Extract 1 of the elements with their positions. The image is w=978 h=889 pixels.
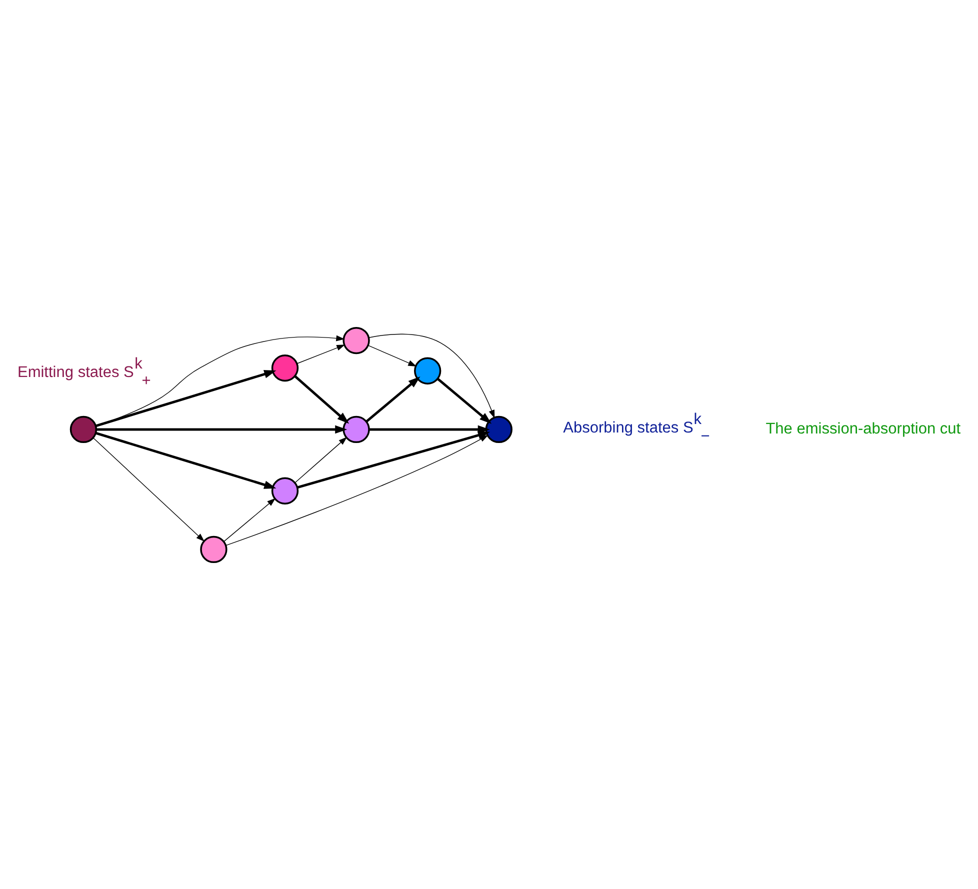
label: The emission-absorption cut [766, 420, 961, 437]
